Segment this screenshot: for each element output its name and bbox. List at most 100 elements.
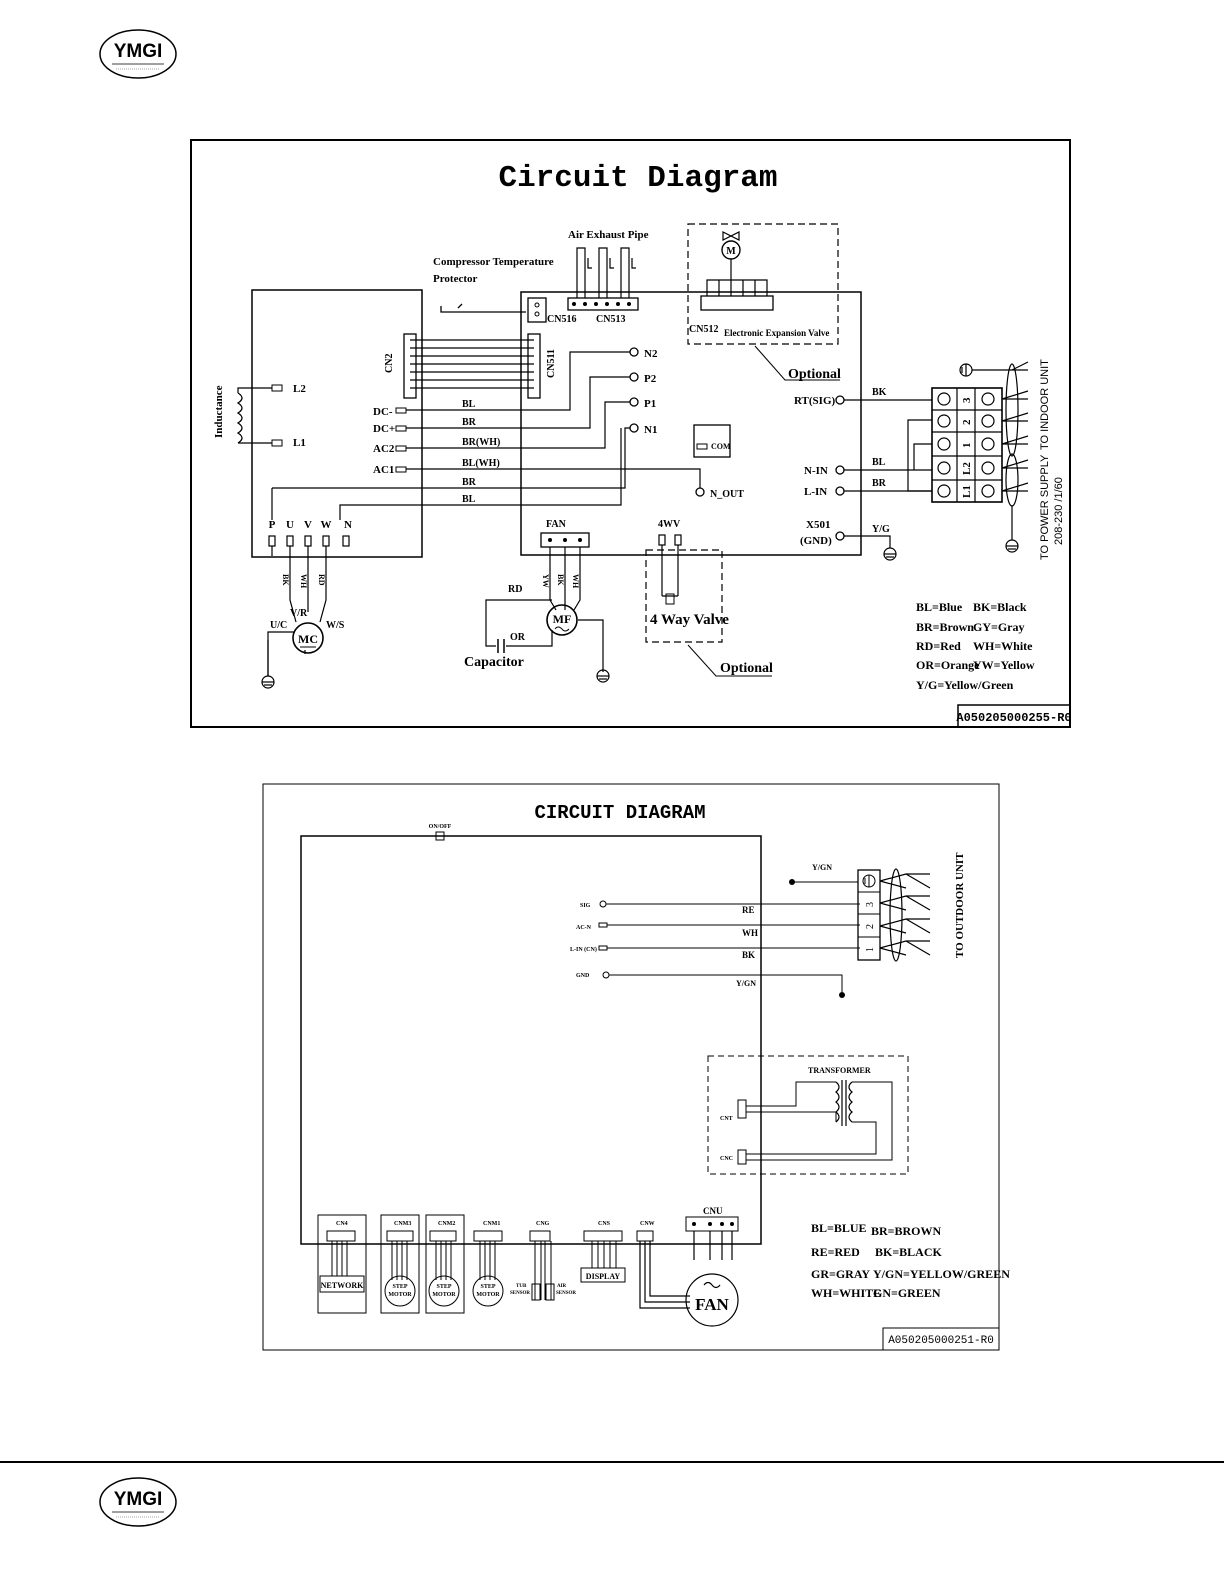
footer-logo: YMGI (99, 1477, 177, 1527)
terminal-screws (937, 392, 995, 498)
compressor-temp-label-2: Protector (433, 273, 477, 285)
optional-label-bottom: Optional (720, 661, 773, 676)
optional-label-top: Optional (788, 367, 841, 382)
cn512-label: CN512 (689, 324, 718, 335)
network-module (317, 1214, 367, 1314)
indoor-signal-wires (606, 881, 860, 992)
main-control-board (520, 291, 862, 556)
fan-pins (548, 538, 582, 542)
cnc-connector (737, 1149, 747, 1165)
fan-yw-label: YW (541, 574, 550, 588)
logo-text: YMGI (114, 41, 163, 62)
svg-text:CNM2: CNM2 (438, 1221, 455, 1227)
sensors (531, 1241, 555, 1301)
dcm-label: DC- (373, 406, 393, 418)
yg-top-dot (789, 879, 795, 885)
svg-text:CNW: CNW (640, 1221, 655, 1227)
to-outdoor-label: TO OUTDOOR UNIT (954, 852, 966, 958)
or-label: OR (510, 632, 526, 643)
l-in-label: L-IN (804, 486, 827, 498)
indoor-terminal-block (857, 869, 881, 961)
term-l1-label: L1 (961, 485, 973, 498)
wh-label: WH (742, 928, 758, 938)
n2-label: N2 (644, 348, 658, 360)
fan-motor (546, 604, 578, 636)
transformer-wires (746, 1081, 893, 1161)
cn513-connector (567, 297, 639, 311)
bottom-connectors (326, 1216, 739, 1242)
cn516-pin (534, 311, 540, 317)
to-power-label: TO POWER SUPPLY (1039, 454, 1051, 560)
svg-text:GN=GREEN: GN=GREEN (873, 1286, 941, 1300)
fan-connector-label: FAN (546, 519, 567, 530)
cn511-connector (527, 333, 541, 399)
cn511-label: CN511 (546, 349, 557, 378)
svg-text:SENSOR: SENSOR (510, 1291, 530, 1296)
cn512-connector (700, 295, 774, 311)
wire-bk-label: BK (872, 387, 887, 398)
wire-yg-label: Y/G (872, 524, 890, 535)
l2-terminal (271, 384, 283, 392)
capacitor-label: Capacitor (464, 655, 524, 670)
t2-label: 2 (865, 924, 876, 929)
svg-text:OR=Orange: OR=Orange (916, 658, 980, 672)
fwv-optional-box (645, 549, 723, 643)
n-in-label: N-IN (804, 465, 828, 477)
onoff-label: ON/OFF (429, 824, 452, 830)
indoor-arrows (1001, 363, 1029, 457)
mc-wh-label: WH (299, 574, 308, 589)
svg-text:GY=Gray: GY=Gray (973, 620, 1025, 634)
indoor-terminal-rows (858, 891, 880, 938)
svg-text:RE=RED: RE=RED (811, 1245, 860, 1259)
wire-brwh-label: BR(WH) (462, 437, 500, 448)
term-3-label: 3 (961, 397, 973, 403)
board-right-terminals (835, 395, 845, 541)
svg-text:BR=BROWN: BR=BROWN (871, 1224, 942, 1238)
inverter-module-box (251, 289, 423, 558)
right-wires (844, 399, 932, 548)
svg-text:Y/GN=YELLOW/GREEN: Y/GN=YELLOW/GREEN (873, 1267, 1010, 1281)
term-l2-label: L2 (961, 462, 973, 475)
yg-label: Y/GN (736, 979, 756, 988)
diagram1-title: Circuit Diagram (498, 161, 777, 196)
svg-text:BR=Brown: BR=Brown (916, 620, 974, 634)
indoor-circuit-diagram: CIRCUIT DIAGRAM ON/OFF SIG AC-N L-IN (CN… (262, 783, 1010, 1351)
term-1-label: 1 (961, 443, 973, 449)
t1-label: 1 (865, 947, 876, 952)
svg-text:BL=BLUE: BL=BLUE (811, 1221, 867, 1235)
l2-label: L2 (293, 383, 306, 395)
cnc-label: CNC (720, 1156, 733, 1162)
cnt-label: CNT (720, 1116, 733, 1122)
diagram1-frame (190, 139, 1071, 728)
vr-label: V/R (290, 608, 308, 619)
cn516-label: CN516 (547, 314, 576, 325)
transformer-optional-box (707, 1055, 909, 1175)
puvwn-terminals (268, 535, 350, 547)
svg-text:STEP: STEP (480, 1284, 495, 1290)
optional-leader-bottom (687, 644, 772, 677)
fan-tilde (703, 1281, 721, 1289)
transformer-coils (835, 1080, 853, 1126)
logo-oval (99, 1477, 177, 1527)
inductor-coil (236, 392, 243, 444)
gnd-dot (839, 992, 845, 998)
yg-top-label: Y/GN (812, 863, 832, 872)
rt-sig-label: RT(SIG) (794, 395, 836, 407)
terminal-block-rows (932, 388, 1002, 502)
wire-br-right-label: BR (872, 478, 887, 489)
fwv-coil-wires (661, 545, 679, 597)
cn2-cn511-ribbon (410, 339, 534, 389)
transformer-label: TRANSFORMER (808, 1066, 871, 1075)
optional-leader-top (754, 345, 840, 381)
com-box (693, 424, 731, 458)
sig-label: SIG (580, 903, 591, 909)
svg-text:BK=Black: BK=Black (973, 600, 1027, 614)
svg-text:STEP: STEP (436, 1284, 451, 1290)
fwv-coil (665, 593, 675, 605)
block-ground-wire (972, 361, 1029, 371)
inductance-label: Inductance (213, 385, 225, 438)
indoor-signal-terminals (598, 900, 610, 979)
